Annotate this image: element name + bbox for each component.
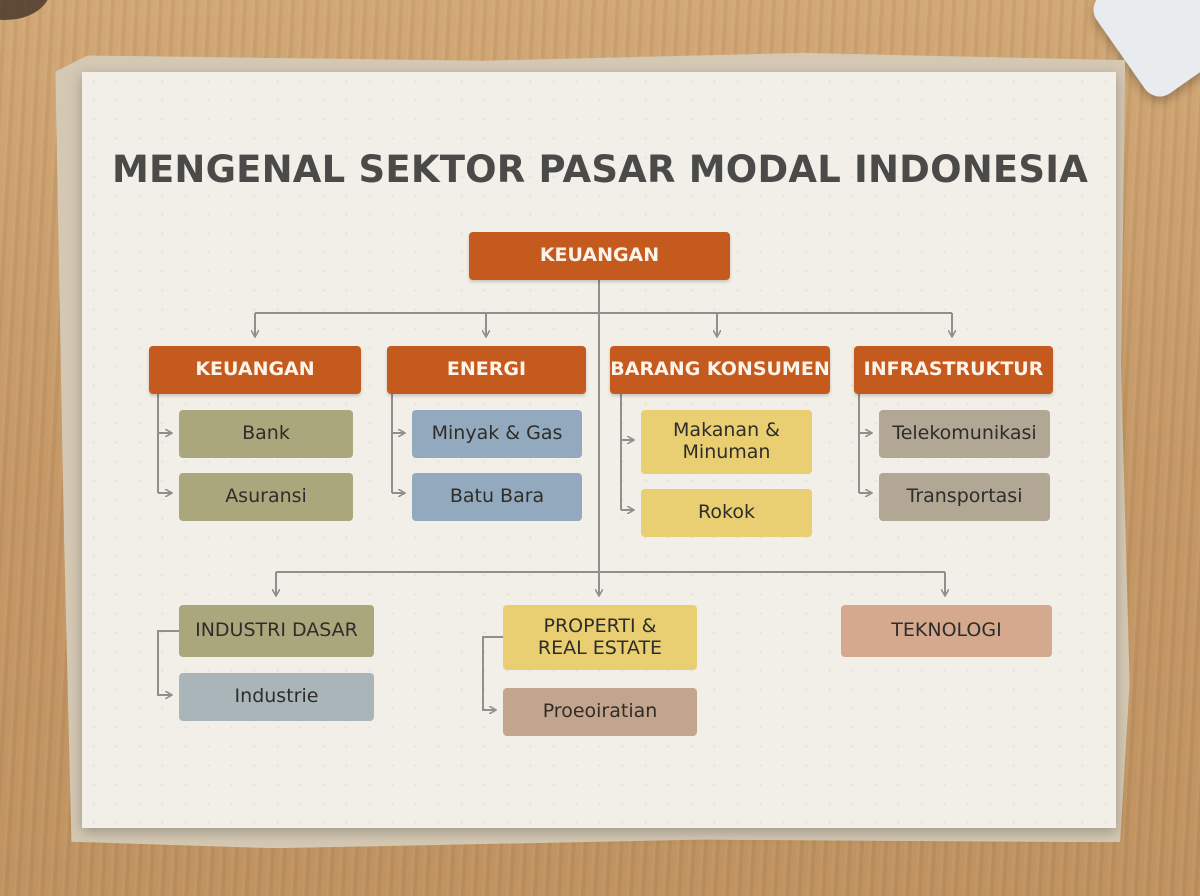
industri-dasar-branch — [157, 630, 179, 695]
subsector-batu-bara: Batu Bara — [412, 473, 582, 521]
root-node-keuangan: KEUANGAN — [469, 232, 730, 280]
subsector-asuransi: Asuransi — [179, 473, 353, 521]
sector-teknologi: TEKNOLOGI — [841, 605, 1052, 657]
subsector-minyak-gas: Minyak & Gas — [412, 410, 582, 458]
sector-energi: ENERGI — [387, 346, 586, 394]
subsector-transportasi: Transportasi — [879, 473, 1050, 521]
sector-keuangan: KEUANGAN — [149, 346, 361, 394]
sector-barang-konsumen: BARANG KONSUMEN — [610, 346, 830, 394]
subsector-bank: Bank — [179, 410, 353, 458]
diagram-title: MENGENAL SEKTOR PASAR MODAL INDONESIA — [111, 148, 1089, 191]
properti-branch — [482, 636, 503, 710]
subsector-rokok: Rokok — [641, 489, 812, 537]
sector-infrastruktur: INFRASTRUKTUR — [854, 346, 1053, 394]
sector-properti-real-estate: PROPERTI & REAL ESTATE — [503, 605, 697, 670]
subsector-proeoiratian: Proeoiratian — [503, 688, 697, 736]
sector-industri-dasar: INDUSTRI DASAR — [179, 605, 374, 657]
subsector-telekomunikasi: Telekomunikasi — [879, 410, 1050, 458]
subsector-makanan-minuman: Makanan & Minuman — [641, 410, 812, 474]
subsector-industrie: Industrie — [179, 673, 374, 721]
